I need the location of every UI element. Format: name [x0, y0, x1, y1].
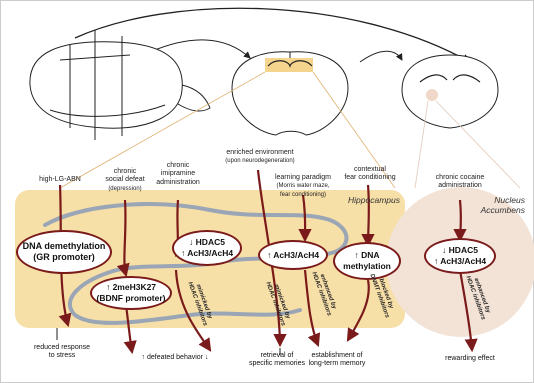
stimulus-fear-conditioning: contextual fear conditioning: [330, 166, 410, 183]
outcome-reduced-stress: reduced response to stress: [22, 344, 102, 361]
hdac5-hippocampus-node: ↓ HDAC5 ↑ AcH3/AcH4: [172, 230, 242, 266]
up-arrow-icon: ↑: [142, 354, 146, 361]
accumbens-dot: [426, 89, 438, 101]
up-arrow-icon: ↑: [434, 256, 438, 266]
stimulus-cocaine: chronic cocaine administration: [420, 174, 500, 191]
stimulus-enriched-environment: enriched environment (upon neurodegenera…: [210, 149, 310, 166]
outcome-defeated-behavior: ↑ defeated behavior ↓: [120, 354, 230, 362]
up-arrow-icon: ↑: [354, 250, 358, 260]
region-hippocampus-label: Hippocampus: [330, 195, 400, 205]
down-arrow-icon: ↓: [189, 237, 193, 247]
outcome-rewarding-effect: rewarding effect: [430, 355, 510, 363]
stimulus-imipramine: chronic imipramine administration: [138, 162, 218, 187]
whole-brain-sketch: [30, 30, 210, 140]
section-arrow-2: [360, 51, 402, 62]
up-arrow-icon: ↑: [106, 282, 110, 292]
dna-demethylation-node: DNA demethylation (GR promoter): [16, 230, 112, 274]
h3k27-node: ↑ 2meH3K27 (BDNF promoter): [90, 276, 172, 310]
coronal-section-hippocampus: [232, 52, 348, 135]
up-arrow-icon: ↑: [267, 250, 271, 260]
outcome-long-term-memory: establishment of long-term memory: [292, 352, 382, 369]
region-accumbens-label: Nucleus Accumbens: [455, 195, 525, 215]
coronal-section-accumbens: [402, 55, 498, 128]
up-arrow-icon: ↑: [181, 248, 185, 258]
down-arrow-icon: ↓: [205, 354, 209, 361]
down-arrow-icon: ↓: [442, 245, 446, 255]
